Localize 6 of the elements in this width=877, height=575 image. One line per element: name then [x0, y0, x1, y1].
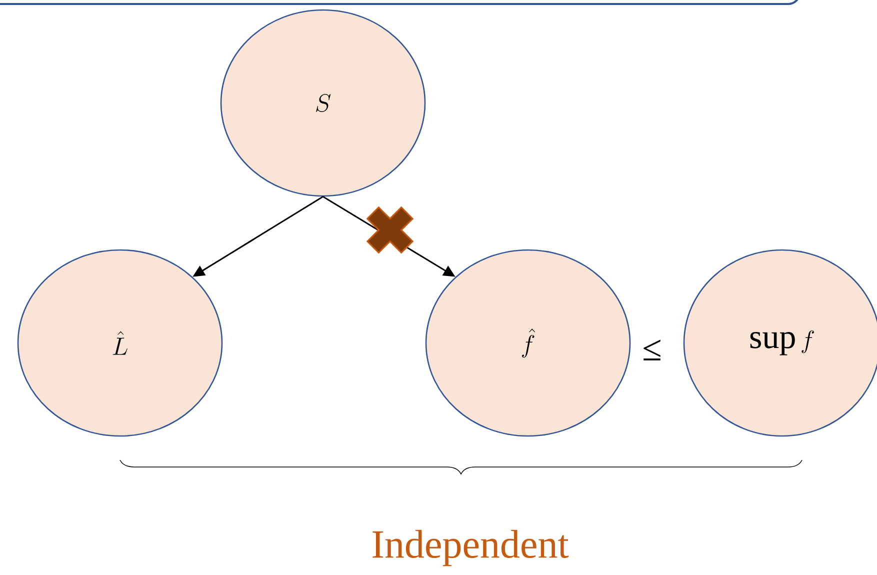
inequality-sign: ≤: [644, 340, 660, 360]
ellipse-node: $\sup f$: [683, 249, 877, 437]
ellipse-node: $\hat{L}$: [17, 249, 223, 437]
ellipse-node: $\hat{f}$: [425, 249, 631, 437]
ellipse-node: $S$: [220, 9, 426, 197]
caption-text: Independent: [372, 530, 569, 566]
